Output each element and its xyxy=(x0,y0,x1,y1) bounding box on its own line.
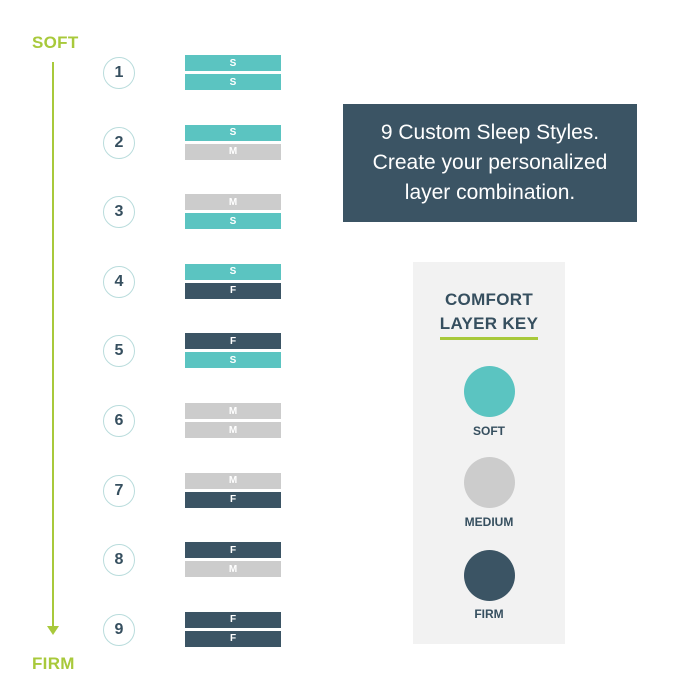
comfort-layer-key: COMFORT LAYER KEY SOFT MEDIUM FIRM xyxy=(413,262,565,644)
tagline-line-3: layer combination. xyxy=(404,181,576,204)
key-title-underline xyxy=(440,337,538,340)
bottom-layer: S xyxy=(185,213,281,230)
bottom-layer: S xyxy=(185,74,281,90)
medium-key-label: MEDIUM xyxy=(464,515,514,529)
top-layer: F xyxy=(185,333,281,350)
bottom-layer: F xyxy=(185,630,281,647)
bottom-layer: M xyxy=(185,561,281,578)
top-layer: M xyxy=(185,403,281,419)
tagline-line-1: 9 Custom Sleep Styles. xyxy=(380,121,600,144)
top-layer: M xyxy=(185,472,281,489)
soft-swatch xyxy=(464,366,515,417)
bottom-layer: S xyxy=(185,352,281,369)
firmness-scale-line xyxy=(52,62,54,628)
top-layer: S xyxy=(185,263,281,280)
top-layer: M xyxy=(185,194,281,211)
key-title-line-2: LAYER KEY xyxy=(439,314,539,333)
bottom-layer: M xyxy=(185,143,281,160)
style-number-badge: 7 xyxy=(103,474,135,507)
style-number-badge: 5 xyxy=(103,335,135,368)
style-number-badge: 4 xyxy=(103,265,135,298)
top-layer: S xyxy=(185,124,281,141)
firm-key-label: FIRM xyxy=(474,607,504,621)
bottom-layer: M xyxy=(185,422,281,438)
bottom-layer: F xyxy=(185,282,281,299)
key-title-line-1: COMFORT xyxy=(444,290,534,309)
arrow-down-icon xyxy=(47,626,59,635)
top-layer: S xyxy=(185,55,281,71)
style-number-badge: 2 xyxy=(103,126,135,159)
style-number-badge: 3 xyxy=(103,196,135,229)
style-number-badge: 9 xyxy=(103,613,135,646)
style-number-badge: 6 xyxy=(103,405,135,437)
top-layer: F xyxy=(185,611,281,628)
tagline-banner: 9 Custom Sleep Styles. Create your perso… xyxy=(343,104,637,222)
soft-scale-label: SOFT xyxy=(32,33,79,52)
soft-key-label: SOFT xyxy=(473,424,505,438)
style-number-badge: 1 xyxy=(103,57,135,89)
medium-swatch xyxy=(464,457,515,508)
firm-scale-label: FIRM xyxy=(32,654,75,673)
bottom-layer: F xyxy=(185,491,281,508)
tagline-line-2: Create your personalized xyxy=(372,151,608,174)
firm-swatch xyxy=(464,550,515,601)
tagline-text: 9 Custom Sleep Styles. Create your perso… xyxy=(373,118,608,208)
top-layer: F xyxy=(185,542,281,559)
style-number-badge: 8 xyxy=(103,544,135,577)
